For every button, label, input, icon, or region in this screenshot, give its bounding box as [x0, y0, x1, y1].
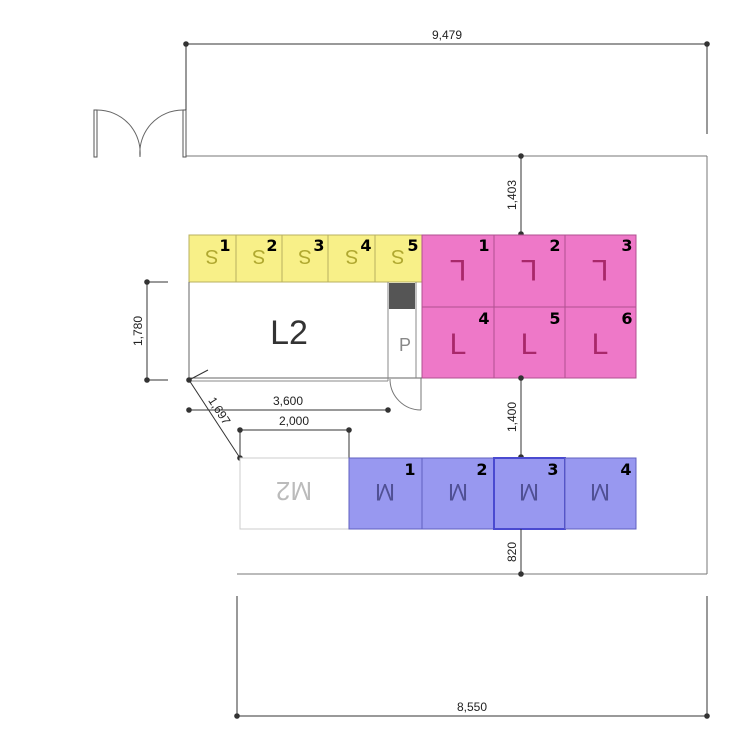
large-unit-4-letter: L: [450, 328, 467, 361]
door-p: [389, 378, 422, 411]
dimension-l2-height-label: 1,780: [131, 316, 145, 346]
small-unit-5-number: 5: [407, 236, 418, 255]
dimension-gap-top-label: 1,403: [505, 180, 519, 210]
large-unit-6-letter: L: [592, 328, 609, 361]
medium-unit-4-letter: M: [590, 478, 610, 505]
large-unit-2-number: 2: [549, 236, 560, 255]
dimension-gap-bottom-label: 820: [505, 542, 519, 562]
small-units: S S S S S 1 2 3 4 5: [188, 234, 423, 283]
small-unit-5-letter: S: [391, 245, 404, 267]
large-unit-5-number: 5: [549, 309, 560, 328]
large-unit-3-letter: L: [592, 253, 609, 286]
dimension-l2-height: 1,780: [131, 279, 168, 383]
dimension-bottom-width: 8,550: [234, 596, 710, 719]
medium-unit-1-letter: M: [375, 478, 395, 505]
medium-unit-1[interactable]: [348, 457, 423, 530]
large-unit-1-number: 1: [478, 236, 489, 255]
small-unit-2-letter: S: [252, 245, 265, 267]
dimension-gap-bottom: 820: [505, 529, 524, 577]
small-unit-2-number: 2: [266, 236, 277, 255]
large-unit-3[interactable]: [564, 234, 637, 308]
small-unit-3[interactable]: [281, 234, 329, 283]
small-unit-1-letter: S: [205, 245, 218, 267]
dimension-top-width: 9,479: [183, 28, 710, 134]
medium-unit-2[interactable]: [421, 457, 495, 530]
large-unit-1[interactable]: [421, 234, 495, 308]
room-m2-label: M2: [276, 476, 312, 506]
room-m2: M2: [239, 457, 350, 530]
large-units: L L L L L L 1 2 3 4 5 6: [421, 234, 637, 379]
large-unit-5[interactable]: [493, 306, 566, 379]
medium-unit-4-number: 4: [620, 460, 631, 479]
large-unit-2-letter: L: [521, 253, 538, 286]
dimension-gap-top: 1,403: [505, 153, 524, 237]
small-unit-1-number: 1: [219, 236, 230, 255]
dimension-gap-middle: 1,400: [505, 375, 524, 460]
medium-unit-1-number: 1: [404, 460, 415, 479]
dimension-m2-width-label: 2,000: [279, 414, 309, 428]
medium-unit-3[interactable]: [493, 457, 566, 530]
dimension-bottom-width-label: 8,550: [457, 700, 487, 714]
dimension-m2-width: 2,000: [237, 414, 352, 458]
medium-unit-2-letter: M: [448, 478, 468, 505]
small-unit-4-letter: S: [345, 245, 358, 267]
large-unit-5-letter: L: [521, 328, 538, 361]
small-unit-1[interactable]: [188, 234, 237, 283]
medium-units: M M M M 1 2 3 4: [348, 457, 637, 530]
shaft-block: [389, 283, 415, 309]
dimension-gap-middle-label: 1,400: [505, 402, 519, 432]
small-unit-4-number: 4: [360, 236, 371, 255]
large-unit-1-letter: L: [450, 253, 467, 286]
dimension-diagonal: 1,697: [186, 369, 243, 461]
entrance-door: [93, 109, 187, 158]
small-unit-4[interactable]: [327, 234, 376, 283]
small-unit-5[interactable]: [374, 234, 423, 283]
room-l2: L2: [188, 282, 422, 382]
dimension-l2-width: 3,600: [186, 394, 391, 413]
large-unit-4-number: 4: [478, 309, 489, 328]
room-p-label: P: [399, 335, 411, 355]
medium-unit-2-number: 2: [476, 460, 487, 479]
building-outline: [186, 155, 708, 575]
large-unit-6-number: 6: [621, 309, 632, 328]
small-unit-3-number: 3: [313, 236, 324, 255]
dimension-top-width-label: 9,479: [432, 28, 462, 42]
dimension-l2-width-label: 3,600: [273, 394, 303, 408]
room-l2-label: L2: [270, 314, 308, 352]
medium-unit-4[interactable]: [564, 457, 637, 530]
large-unit-3-number: 3: [621, 236, 632, 255]
medium-unit-3-number: 3: [547, 460, 558, 479]
large-unit-6[interactable]: [564, 306, 637, 379]
medium-unit-3-letter: M: [519, 478, 539, 505]
small-unit-3-letter: S: [298, 245, 311, 267]
